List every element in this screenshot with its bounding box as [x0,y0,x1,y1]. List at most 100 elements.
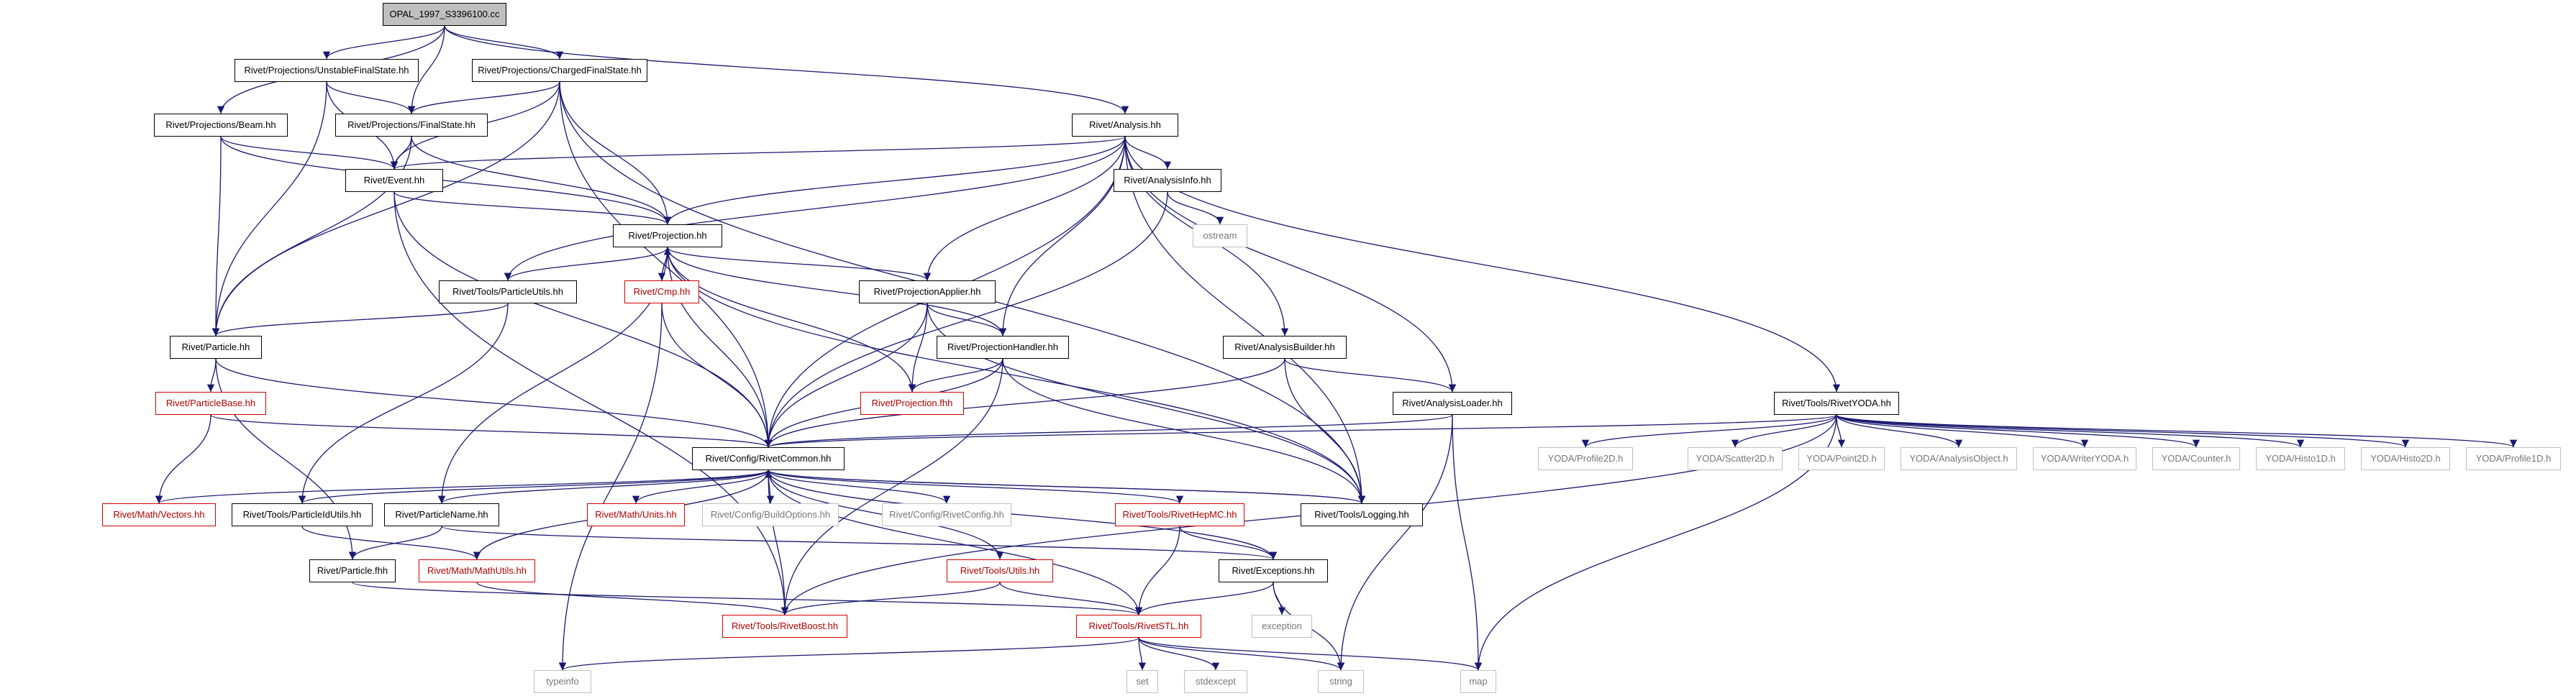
edge-event-to-boost [393,191,789,615]
edge-analysis-to-phandler [998,136,1126,336]
node-units[interactable]: Rivet/Math/Units.hh [587,503,685,526]
node-beam[interactable]: Rivet/Projections/Beam.hh [154,114,288,137]
edge-analysis-to-putils [504,136,1126,281]
edge-abuilder-to-aloader [1284,358,1457,393]
node-boost[interactable]: Rivet/Tools/RivetBoost.hh [722,615,847,638]
edge-tutils-to-boost [780,582,1001,615]
edge-logging-to-common [765,470,1362,504]
node-pidutils[interactable]: Rivet/Tools/ParticleIdUtils.hh [232,503,373,526]
edge-hepmc-to-except [1179,526,1278,560]
edge-ryoda-to-h1d [1836,414,2304,448]
node-papp[interactable]: Rivet/ProjectionApplier.hh [859,280,996,303]
node-proj[interactable]: Rivet/Projection.hh [613,224,722,247]
node-map: map [1460,670,1496,693]
edge-cmp-to-proj [661,247,672,281]
edge-stl-to-string [1138,637,1345,671]
edge-common-to-units [632,470,769,504]
node-aloader[interactable]: Rivet/AnalysisLoader.hh [1393,392,1512,415]
node-buildoptions: Rivet/Config/BuildOptions.hh [702,503,839,526]
edge-hepmc-to-stl [1134,526,1180,615]
edge-papp-to-pfhh [908,303,928,393]
edge-common-to-vectors [155,470,769,504]
edge-aloader-to-string [1337,414,1453,671]
edge-root-to-cfs [444,25,564,60]
node-yoda-counter: YODA/Counter.h [2152,447,2240,470]
node-ufs[interactable]: Rivet/Projections/UnstableFinalState.hh [235,59,419,82]
node-cmp[interactable]: Rivet/Cmp.hh [624,280,699,303]
node-ryoda[interactable]: Rivet/Tools/RivetYODA.hh [1774,392,1899,415]
node-logging[interactable]: Rivet/Tools/Logging.hh [1301,503,1423,526]
node-exception: exception [1252,615,1312,638]
edge-proj-to-logging [667,247,1366,504]
edge-common-to-pidutils [299,470,769,504]
node-fs[interactable]: Rivet/Projections/FinalState.hh [335,114,488,137]
node-particle-fhh[interactable]: Rivet/Particle.fhh [309,559,396,582]
edge-aloader-to-map [1452,414,1483,671]
node-yoda-writeryoda: YODA/WriterYODA.h [2033,447,2136,470]
node-pbase[interactable]: Rivet/ParticleBase.hh [155,392,266,415]
node-yoda-scatter2d: YODA/Scatter2D.h [1688,447,1783,470]
edge-stl-to-set [1138,637,1147,671]
node-stl[interactable]: Rivet/Tools/RivetSTL.hh [1076,615,1201,638]
node-phandler[interactable]: Rivet/ProjectionHandler.hh [937,336,1069,359]
edge-aloader-to-common [765,414,1453,448]
node-ainfo[interactable]: Rivet/AnalysisInfo.hh [1114,169,1221,192]
node-particle[interactable]: Rivet/Particle.hh [170,336,262,359]
edge-cfs-to-fs [407,81,560,114]
edge-event-to-proj [393,191,672,225]
edge-analysis-to-proj [663,136,1126,225]
node-analysis[interactable]: Rivet/Analysis.hh [1072,114,1178,137]
edge-tutils-to-stl [999,582,1143,615]
node-string: string [1318,670,1364,693]
edge-root-to-fs [407,25,445,114]
edge-abuilder-to-common [764,358,1285,448]
edge-ryoda-to-common [765,414,1837,448]
node-pname[interactable]: Rivet/ParticleName.hh [384,503,499,526]
node-typeinfo: typeinfo [534,670,591,693]
node-common[interactable]: Rivet/Config/RivetCommon.hh [692,447,845,470]
edge-root-to-analysis [444,25,1129,114]
edge-pbase-to-vectors [155,414,211,504]
node-pfhh[interactable]: Rivet/Projection.fhh [860,392,964,415]
edge-proj-to-putils [504,247,668,281]
edge-cmp-to-common [661,303,773,448]
node-exceptions[interactable]: Rivet/Exceptions.hh [1219,559,1328,582]
edge-common-to-rconfig [768,470,951,504]
node-event[interactable]: Rivet/Event.hh [345,169,443,192]
edge-particle-to-pbase [206,358,217,393]
edge-pbase-to-common [210,414,772,448]
edge-pname-to-except [441,526,1277,560]
node-rivetconfig: Rivet/Config/RivetConfig.hh [882,503,1011,526]
edge-ryoda-to-p2d [1581,414,1837,448]
node-yoda-profile2d: YODA/Profile2D.h [1538,447,1633,470]
edge-pfhh2-to-stl [352,582,1142,615]
edge-pidutils-to-mathutils [301,526,481,560]
edge-mathutils-to-boost [476,582,789,615]
edge-phandler-to-logging [1002,358,1366,504]
edge-cfs-to-proj [559,81,672,225]
edge-ryoda-to-counter [1836,414,2200,448]
edge-analysis-to-ainfo [1124,136,1172,170]
node-putils[interactable]: Rivet/Tools/ParticleUtils.hh [439,280,577,303]
node-yoda-histo1d: YODA/Histo1D.h [2256,447,2345,470]
edge-beam-to-event [220,136,399,170]
node-hepmc[interactable]: Rivet/Tools/RivetHepMC.hh [1115,503,1244,526]
node-tutils[interactable]: Rivet/Tools/Utils.hh [947,559,1053,582]
edge-common-to-hepmc [768,470,1183,504]
edge-stl-to-stdexcept [1138,637,1220,671]
edge-ufs-to-particle [211,81,327,336]
edge-ufs-to-fs [326,81,416,114]
node-vectors[interactable]: Rivet/Math/Vectors.hh [102,503,216,526]
edge-ryoda-to-h2d [1836,414,2409,448]
edge-papp-to-common [764,303,928,448]
edge-ryoda-to-p1d [1836,414,2517,448]
edge-ryoda-to-wyoda [1836,414,2089,448]
edge-proj-to-pfhh [667,247,916,393]
edge-analysis-to-event [391,136,1126,170]
edge-proj-to-phandler [667,247,1007,336]
node-abuilder[interactable]: Rivet/AnalysisBuilder.hh [1223,336,1347,359]
node-cfs[interactable]: Rivet/Projections/ChargedFinalState.hh [472,59,647,82]
node-mathutils[interactable]: Rivet/Math/MathUtils.hh [419,559,535,582]
edge-ainfo-to-common [764,191,1168,448]
